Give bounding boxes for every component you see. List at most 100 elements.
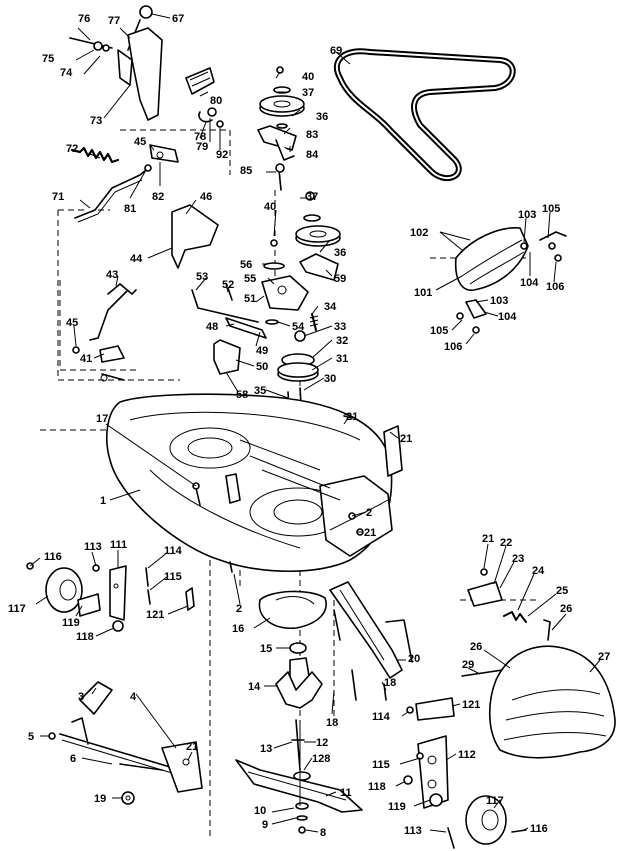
callout-59: 59 bbox=[334, 273, 346, 285]
callout-34: 34 bbox=[324, 301, 337, 313]
deck-hanger-assembly bbox=[72, 204, 219, 382]
callout-103-upper: 103 bbox=[518, 209, 536, 221]
callout-117-left: 117 bbox=[8, 603, 26, 615]
callout-115-left: 115 bbox=[164, 571, 182, 583]
callout-69: 69 bbox=[330, 45, 342, 57]
callout-79: 79 bbox=[196, 141, 208, 153]
callout-26-upper: 26 bbox=[560, 603, 572, 615]
callout-25: 25 bbox=[556, 585, 568, 597]
callout-113-left: 113 bbox=[84, 541, 102, 553]
callout-32: 32 bbox=[336, 335, 348, 347]
callout-106-lower: 106 bbox=[444, 341, 462, 353]
callout-75: 75 bbox=[42, 53, 54, 65]
callout-19: 19 bbox=[94, 793, 106, 805]
callout-11: 11 bbox=[340, 787, 352, 799]
callout-23: 23 bbox=[512, 553, 524, 565]
callout-76: 76 bbox=[78, 13, 90, 25]
callout-71: 71 bbox=[52, 191, 64, 203]
callout-80: 80 bbox=[210, 95, 222, 107]
callout-112: 112 bbox=[458, 749, 476, 761]
callout-53: 53 bbox=[196, 271, 208, 283]
callout-52: 52 bbox=[222, 279, 234, 291]
callout-83: 83 bbox=[306, 129, 318, 141]
callout-26-lower: 26 bbox=[470, 641, 482, 653]
callout-21-deck: 21 bbox=[364, 527, 376, 539]
mower-deck-shell bbox=[106, 393, 403, 573]
callout-74: 74 bbox=[60, 67, 73, 79]
callout-5: 5 bbox=[28, 731, 34, 743]
discharge-deflector bbox=[454, 227, 567, 334]
callout-73: 73 bbox=[90, 115, 102, 127]
callout-17: 17 bbox=[96, 413, 108, 425]
callout-58: 58 bbox=[236, 389, 248, 401]
callout-10: 10 bbox=[254, 805, 266, 817]
callout-106-upper: 106 bbox=[546, 281, 564, 293]
callout-92: 92 bbox=[216, 149, 228, 161]
idler-bracket-assembly bbox=[191, 275, 319, 421]
callout-116-left: 116 bbox=[44, 551, 62, 563]
callout-104-lower: 104 bbox=[498, 311, 517, 323]
callout-117-right: 117 bbox=[486, 795, 504, 807]
callout-77: 77 bbox=[108, 15, 120, 27]
upper-idler-pulley bbox=[257, 66, 305, 191]
callout-121-right: 121 bbox=[462, 699, 480, 711]
callout-55: 55 bbox=[244, 273, 256, 285]
callout-21-shield: 21 bbox=[482, 533, 494, 545]
callout-15: 15 bbox=[260, 643, 272, 655]
callout-6: 6 bbox=[70, 753, 76, 765]
callout-27: 27 bbox=[598, 651, 610, 663]
callout-36-lower: 36 bbox=[334, 247, 346, 259]
callout-2-deck: 2 bbox=[366, 507, 372, 519]
callout-9: 9 bbox=[262, 819, 268, 831]
callout-82: 82 bbox=[152, 191, 164, 203]
callout-118-right: 118 bbox=[368, 781, 386, 793]
callout-8: 8 bbox=[320, 827, 326, 839]
callout-102: 102 bbox=[410, 227, 428, 239]
callout-56-upper: 56 bbox=[240, 259, 252, 271]
callout-114-right: 114 bbox=[372, 711, 391, 723]
callout-121-left: 121 bbox=[146, 609, 164, 621]
callout-72: 72 bbox=[66, 143, 78, 155]
callout-45-top: 45 bbox=[134, 136, 146, 148]
callout-104-upper: 104 bbox=[520, 277, 539, 289]
callout-105-lower: 105 bbox=[430, 325, 448, 337]
callout-119-left: 119 bbox=[62, 617, 80, 629]
callout-41: 41 bbox=[80, 353, 92, 365]
callout-30: 30 bbox=[324, 373, 336, 385]
right-gauge-wheel-assembly bbox=[403, 735, 527, 849]
callout-31: 31 bbox=[336, 353, 348, 365]
callout-35: 35 bbox=[254, 385, 266, 397]
callout-105-upper: 105 bbox=[542, 203, 560, 215]
callout-85: 85 bbox=[240, 165, 252, 177]
callout-33: 33 bbox=[334, 321, 346, 333]
callout-84: 84 bbox=[306, 149, 319, 161]
callout-111: 111 bbox=[110, 539, 127, 551]
callout-21-center: 21 bbox=[346, 411, 358, 423]
callout-113-right: 113 bbox=[404, 825, 422, 837]
callout-51: 51 bbox=[244, 293, 256, 305]
belt-guard-rod bbox=[329, 581, 413, 701]
blade-spindle-assembly bbox=[235, 590, 363, 834]
callout-29: 29 bbox=[462, 659, 474, 671]
callout-45-lower: 45 bbox=[66, 317, 78, 329]
callout-40-upper: 40 bbox=[302, 71, 314, 83]
callout-1: 1 bbox=[100, 495, 106, 507]
callout-103-lower: 103 bbox=[490, 295, 508, 307]
callout-40-lower: 40 bbox=[264, 201, 276, 213]
callout-4: 4 bbox=[130, 691, 137, 703]
callout-16: 16 bbox=[232, 623, 244, 635]
callout-128: 128 bbox=[312, 753, 330, 765]
callout-49: 49 bbox=[256, 345, 268, 357]
callout-50: 50 bbox=[256, 361, 268, 373]
callout-78: 78 bbox=[194, 131, 206, 143]
callout-24: 24 bbox=[532, 565, 545, 577]
callout-67: 67 bbox=[172, 13, 184, 25]
callout-118-left: 118 bbox=[76, 631, 94, 643]
callout-20: 20 bbox=[408, 653, 420, 665]
callout-18-right: 18 bbox=[384, 677, 396, 689]
callout-81: 81 bbox=[124, 203, 136, 215]
front-hitch-linkage bbox=[48, 681, 203, 805]
callout-37-upper: 37 bbox=[302, 87, 314, 99]
